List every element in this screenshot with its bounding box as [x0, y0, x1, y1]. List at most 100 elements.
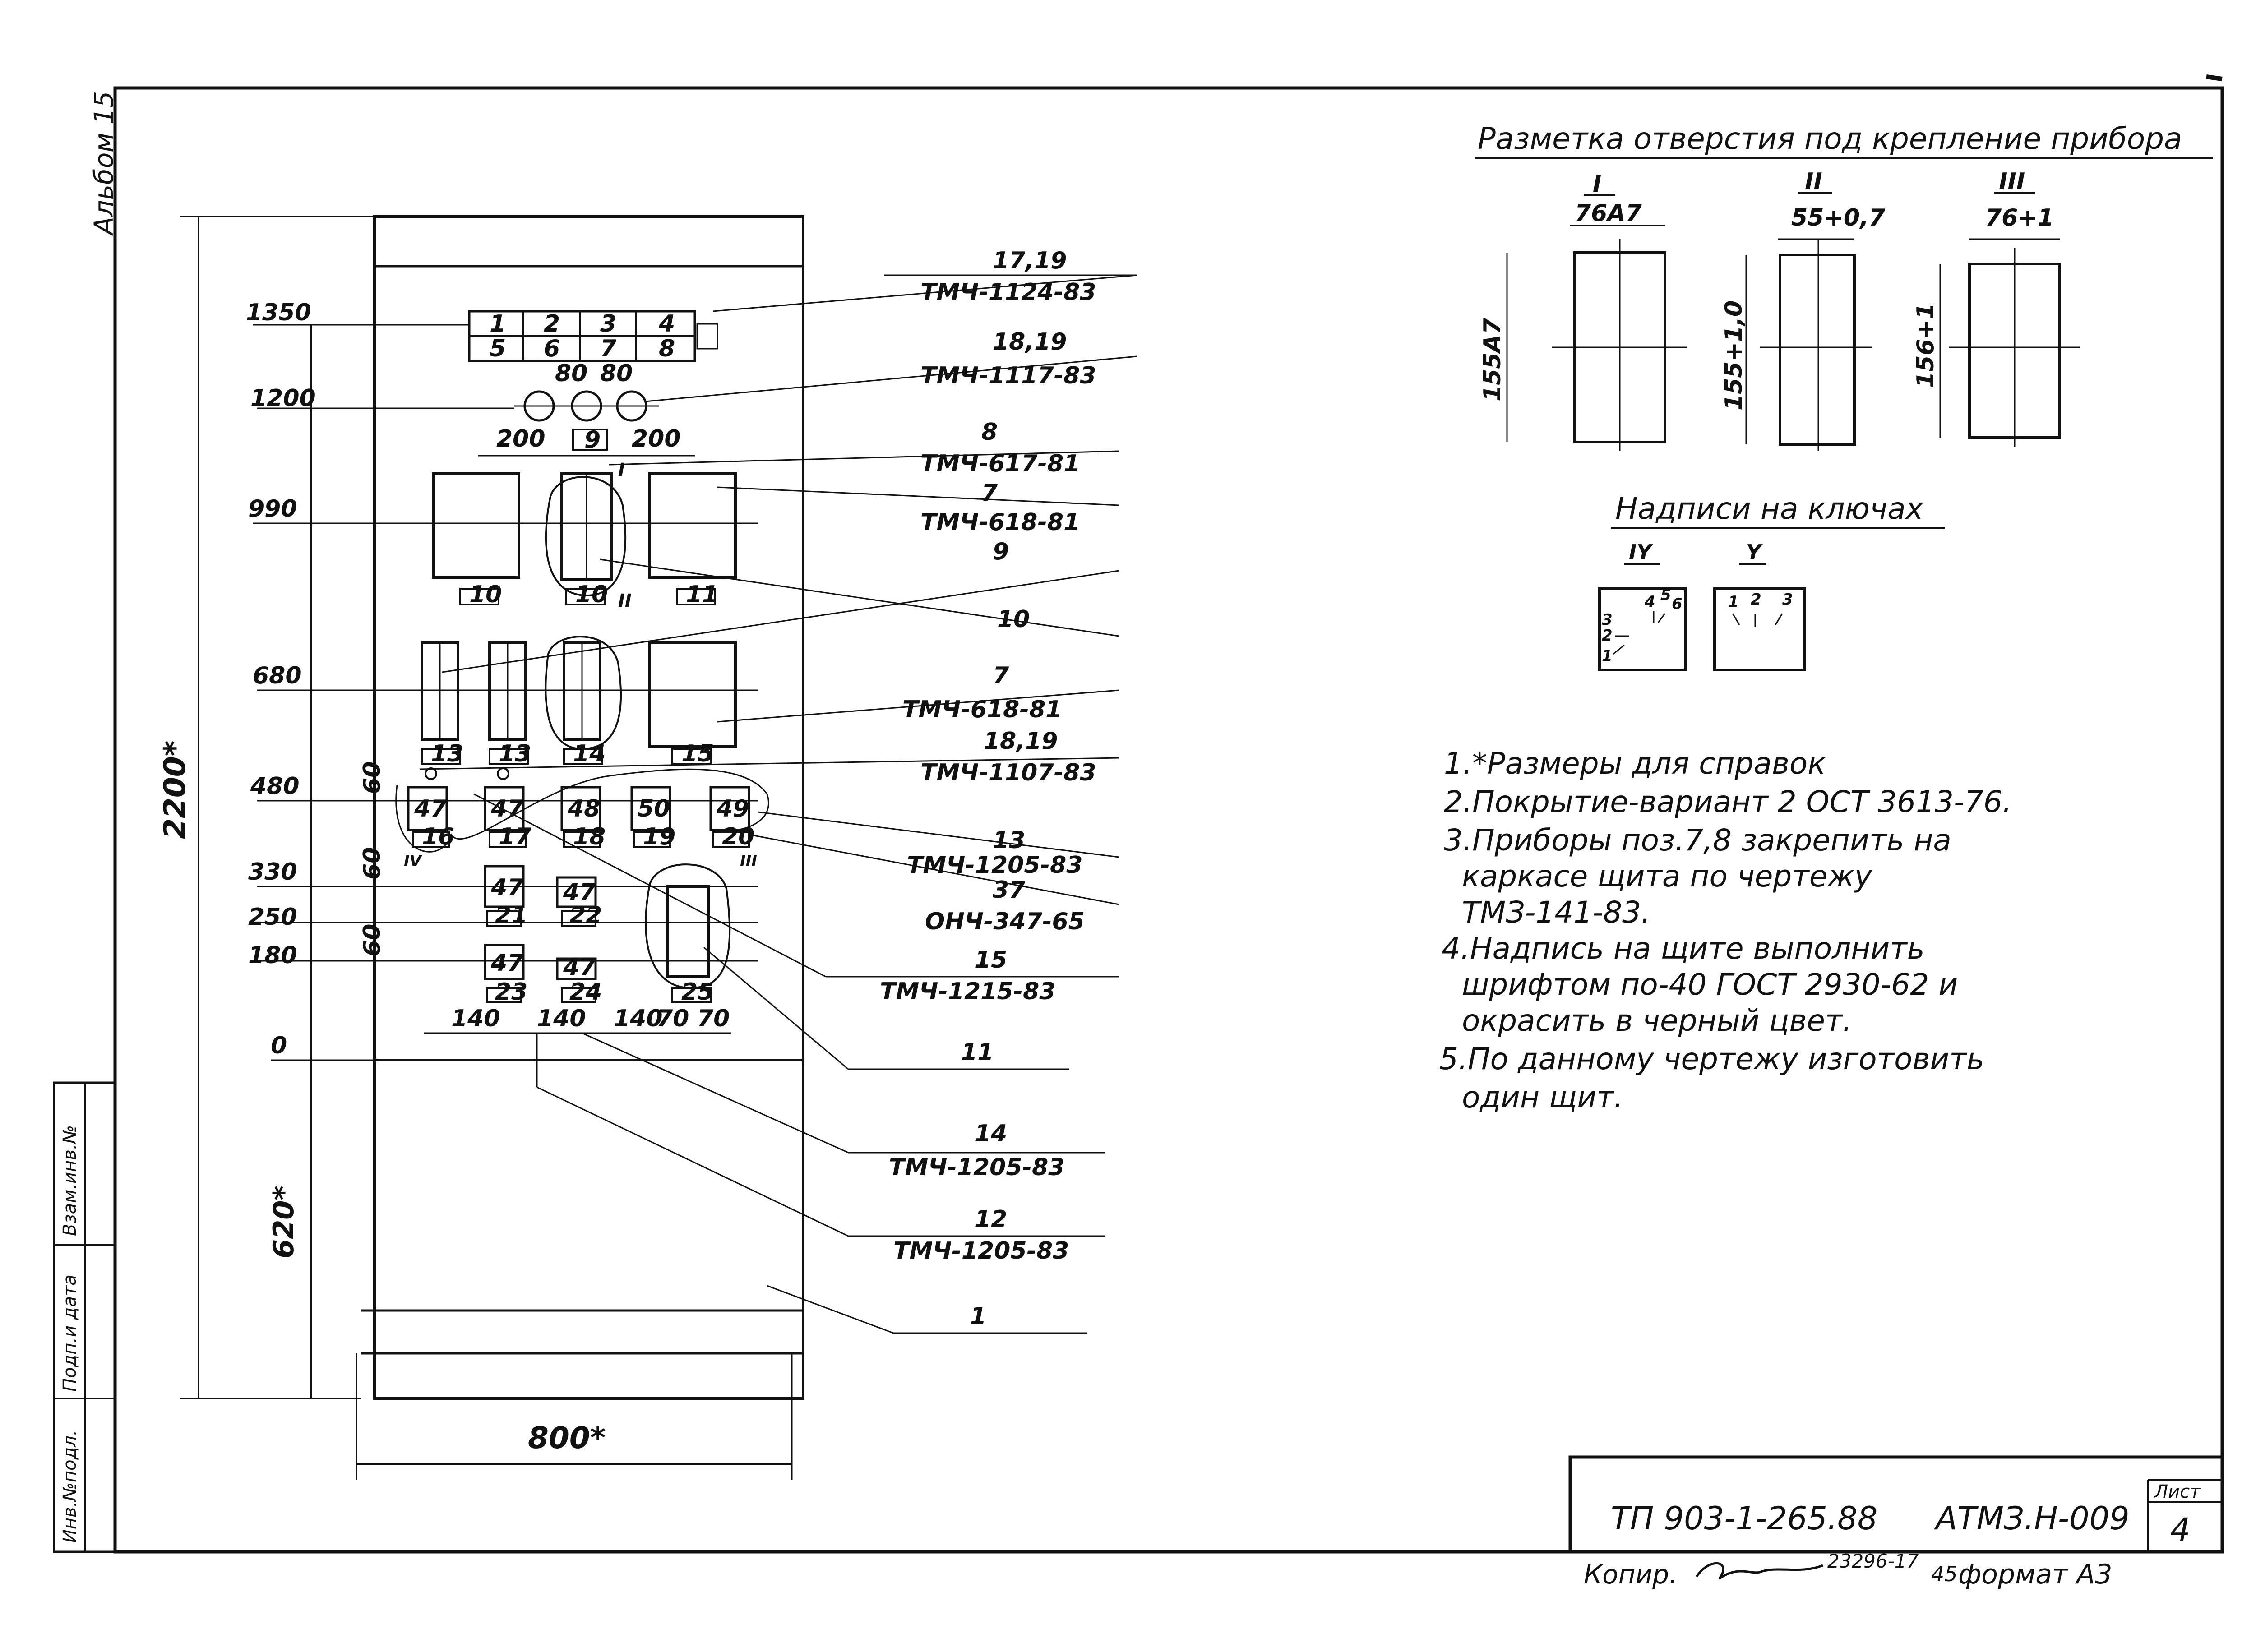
note-4-line2: шрифтом по-40 ГОСТ 2930-62 и — [1462, 967, 1958, 1002]
bottom-dim-140b: 140 — [537, 1005, 586, 1032]
lamp-cell-2: 2 — [544, 310, 560, 337]
plate-tag-25: 25 — [681, 978, 714, 1006]
switch-47e-label: 47 — [490, 950, 524, 977]
key-Y-digit-1: 1 — [1728, 593, 1739, 611]
callout-1-pos: 1 — [970, 1303, 986, 1330]
copied-label: Копир. — [1584, 1559, 1678, 1590]
elev-480: 480 — [250, 773, 300, 800]
note-3-line2: каркасе щита по чертежу — [1462, 859, 1872, 894]
plate-tag-22: 22 — [569, 902, 602, 929]
callout-37-pos: 37 — [993, 877, 1026, 904]
note-5-line1: 5.По данному чертежу изготовить — [1439, 1042, 1984, 1076]
cutout-I-roman: I — [1593, 171, 1601, 198]
cutout-III-height: 156+1 — [1912, 303, 1939, 388]
callout-8-pos: 8 — [981, 419, 998, 446]
keys-section: Надписи на ключах IY 4 5 6 3 2 1 Y — [1598, 491, 1945, 671]
callout-10: 10 — [600, 558, 1119, 637]
switch-47b — [484, 786, 525, 831]
callout-7-b-doc: ТМЧ-618-81 — [902, 696, 1062, 723]
cutout-II-width: 55+0,7 — [1791, 204, 1886, 231]
elev-250: 250 — [248, 904, 297, 931]
cutout-II-roman: II — [1805, 168, 1822, 195]
callout-14-doc: ТМЧ-1205-83 — [889, 1154, 1065, 1181]
bottom-dim-70b: 70 — [697, 1005, 730, 1032]
bottom-dim-70a: 70 — [656, 1005, 689, 1032]
callout-1: 1 — [767, 1285, 1087, 1334]
plate-tag-18: 18 — [573, 823, 606, 850]
stamp-inv-podl: Инв.№подл. — [60, 1430, 80, 1543]
cutout-title: Разметка отверстия под крепление прибора — [1478, 121, 2182, 156]
callout-7-a: 7 ТМЧ-618-81 — [717, 480, 1119, 536]
switch-47a-label: 47 — [414, 795, 447, 822]
switch-49-label: 49 — [716, 795, 749, 822]
key-IY-digit-4: 4 — [1644, 593, 1655, 611]
callout-18-19-b-pos: 18,19 — [984, 728, 1058, 755]
cutout-I-height: 155А7 — [1479, 318, 1506, 401]
dim-620-label: 620* — [267, 1186, 300, 1259]
callout-14: 14 ТМЧ-1205-83 — [582, 1032, 1105, 1181]
cutout-III-roman: III — [1999, 168, 2025, 195]
bottom-dim-140c: 140 — [614, 1005, 663, 1032]
stamp-vzam-inv: Взам.инв.№ — [60, 1125, 80, 1236]
dim-60-a: 60 — [359, 761, 386, 794]
callout-7-b-pos: 7 — [993, 662, 1009, 689]
plate-tag-13a: 13 — [431, 740, 463, 767]
note-3-line1: 3.Приборы поз.7,8 закрепить на — [1444, 823, 1951, 858]
callout-8-doc: ТМЧ-617-81 — [920, 450, 1080, 477]
callout-13-pos: 13 — [993, 827, 1025, 854]
note-1: 1.*Размеры для справок — [1444, 746, 1826, 781]
note-5-line2: один щит. — [1462, 1080, 1623, 1115]
plate-tag-21: 21 — [495, 902, 527, 929]
elev-330: 330 — [248, 858, 297, 886]
switch-50-label: 50 — [638, 795, 670, 822]
elev-1350: 1350 — [246, 299, 311, 326]
highlight-oval-upper — [545, 476, 626, 597]
key-Y-digit-2: 2 — [1751, 591, 1761, 609]
callout-11: 11 — [703, 946, 1069, 1070]
callout-17-19-doc: ТМЧ-1124-83 — [920, 279, 1096, 306]
callout-9: 9 — [442, 538, 1119, 673]
callout-18-19-b: 18,19 ТМЧ-1107-83 — [419, 728, 1119, 786]
highlight-loop-switches — [395, 768, 769, 853]
callout-15-pos: 15 — [975, 946, 1007, 974]
format-label: формат А3 — [1958, 1559, 2112, 1590]
plate-tag-20: 20 — [722, 823, 754, 850]
note-2: 2.Покрытие-вариант 2 ОСТ 3613-76. — [1444, 784, 2012, 819]
bottom-dim-140a: 140 — [451, 1005, 500, 1032]
switch-48 — [560, 786, 601, 831]
cutout-section: Разметка отверстия под крепление прибора… — [1475, 121, 2213, 451]
cutout-I-width: 76А7 — [1575, 200, 1642, 227]
plate-tag-15: 15 — [681, 740, 714, 767]
dim-60-b: 60 — [359, 847, 386, 880]
panel-outline — [373, 215, 804, 1400]
callout-8: 8 ТМЧ-617-81 — [609, 419, 1119, 477]
title-doc: АТМЗ.Н-009 — [1934, 1500, 2130, 1537]
key-IY-digit-2: 2 — [1602, 627, 1613, 645]
switch-47a — [407, 786, 448, 831]
cutout-III: III 76+1 156+1 — [1912, 168, 2080, 447]
instrument-7-upper — [648, 472, 737, 579]
signal-lamps: 80 80 — [514, 360, 659, 422]
key-IY-roman: IY — [1629, 540, 1654, 564]
title-code: ТП 903-1-265.88 — [1611, 1500, 1877, 1537]
sheet-number: 4 — [2170, 1511, 2191, 1548]
stamp-podp-data: Подп.и дата — [60, 1274, 80, 1392]
lamp-cell-7: 7 — [600, 335, 617, 362]
switch-49 — [709, 786, 750, 831]
callout-15: 15 ТМЧ-1215-83 — [473, 793, 1119, 1005]
elev-990: 990 — [248, 495, 297, 522]
plate-tag-13b: 13 — [499, 740, 531, 767]
note-3-line3: ТМЗ-141-83. — [1462, 895, 1650, 930]
highlight-oval-11 — [645, 863, 731, 989]
callout-14-pos: 14 — [975, 1120, 1007, 1147]
drawing-frame — [113, 86, 2224, 1554]
callout-17-19: 17,19 ТМЧ-1124-83 — [712, 247, 1137, 312]
callout-7-a-pos: 7 — [981, 480, 998, 507]
callout-15-doc: ТМЧ-1215-83 — [880, 978, 1056, 1005]
dim-200-right: 200 — [632, 425, 681, 452]
lamp-cell-6: 6 — [544, 335, 560, 362]
plate-tag-10b: 10 — [575, 581, 608, 608]
callout-12-doc: ТМЧ-1205-83 — [893, 1237, 1069, 1264]
highlight-oval-middle — [545, 636, 622, 750]
callout-7-b: 7 ТМЧ-618-81 — [717, 662, 1119, 723]
